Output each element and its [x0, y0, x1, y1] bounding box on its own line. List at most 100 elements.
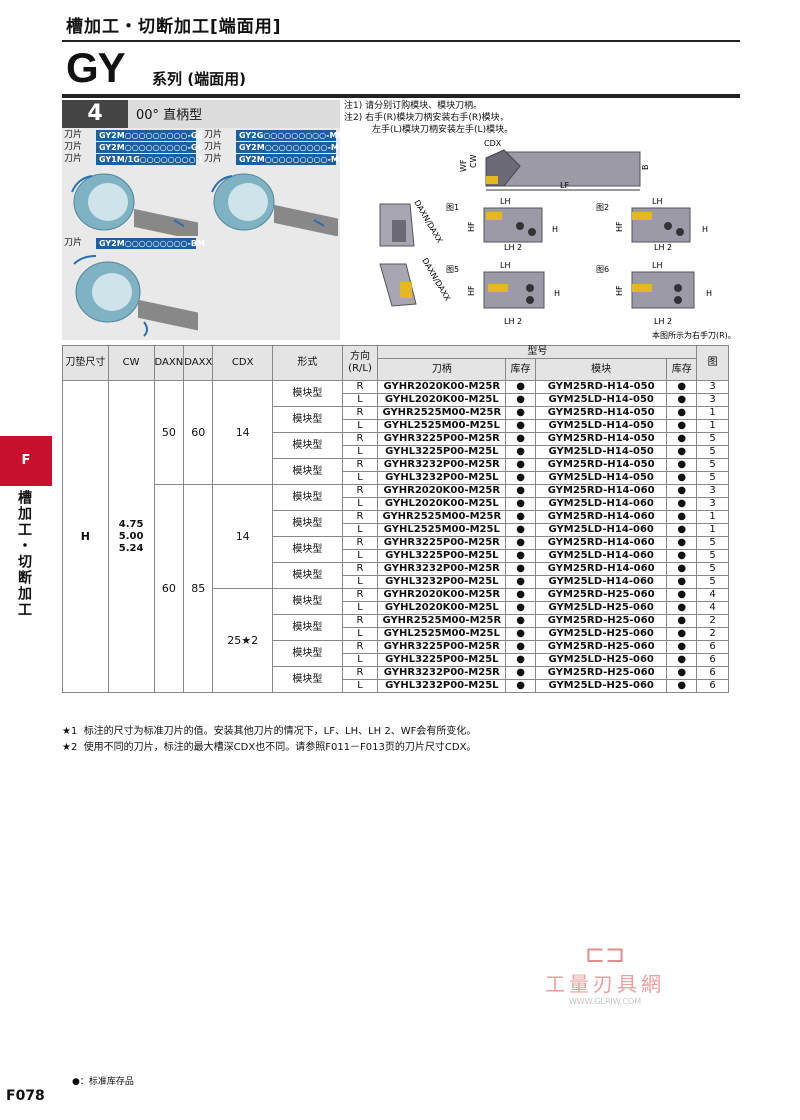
header-model: 型号	[377, 345, 698, 359]
label-wf: WF	[459, 159, 468, 172]
label-hf-6: HF	[615, 285, 624, 296]
cell-spacer	[729, 615, 800, 628]
cell-form: 模块型	[272, 484, 343, 511]
cell-direction: L	[341, 393, 379, 407]
label-h-6: H	[706, 289, 712, 298]
insert-row: 刀片 GY1M/1G○○○○○○○○-GM/GFGS	[62, 154, 241, 165]
cell-holder-stock: ●	[505, 497, 536, 511]
cell-holder: GYHR3225P00-M25R	[377, 432, 507, 446]
cell-fig: 6	[696, 653, 730, 667]
header-spacer	[728, 345, 800, 381]
cell-spacer	[729, 420, 800, 433]
cell-holder: GYHR3225P00-M25R	[377, 536, 507, 550]
cell-module-stock: ●	[666, 614, 698, 628]
cell-module-stock: ●	[666, 640, 698, 654]
label-cw: CW	[469, 154, 478, 168]
label-b: B	[641, 165, 650, 171]
cell-form: 模块型	[272, 458, 343, 485]
footnotes: ★1 标注的尺寸为标准刀片的值。安装其他刀片的情况下，LF、LH、LH 2、WF…	[62, 724, 476, 756]
cell-spacer	[729, 485, 800, 498]
label-fig5: 图5	[446, 265, 459, 274]
cell-holder-stock: ●	[505, 484, 536, 498]
cell-daxn: 50	[153, 380, 185, 485]
cell-module: GYM25LD-H14-060	[534, 575, 668, 589]
cell-direction: L	[341, 627, 379, 641]
insert-row: 刀片 GY2M○○○○○○○○○-GU	[62, 142, 204, 153]
page-title: 槽加工・切断加工[端面用]	[66, 17, 282, 37]
workpiece-illustration-3	[73, 255, 198, 337]
cell-direction: R	[341, 510, 379, 524]
cell-holder: GYHR3225P00-M25R	[377, 640, 507, 654]
cell-daxx: 85	[183, 484, 214, 693]
insert-row: 刀片 GY2M○○○○○○○○○-BM	[62, 238, 205, 249]
footnote-1-text: 标注的尺寸为标准刀片的值。安装其他刀片的情况下，LF、LH、LH 2、WF会有所…	[83, 726, 477, 737]
cell-fig: 3	[696, 497, 730, 511]
cell-spacer	[729, 602, 800, 615]
cell-cdx: 25★2	[212, 588, 274, 693]
footnote-2-text: 使用不同的刀片，标注的最大槽深CDX也不同。请参照F011－F013页的刀片尺寸…	[83, 742, 477, 753]
insert-row: 刀片 GY2M○○○○○○○○○-GG/GM	[62, 130, 221, 141]
header-stock-2: 库存	[666, 358, 698, 381]
cell-holder-stock: ●	[505, 458, 536, 472]
cell-form: 模块型	[272, 640, 343, 667]
cell-form: 模块型	[272, 536, 343, 563]
cell-module-stock: ●	[666, 562, 698, 576]
cell-module-stock: ●	[666, 458, 698, 472]
cell-fig: 4	[696, 601, 730, 615]
cell-module: GYM25LD-H14-050	[534, 393, 668, 407]
cell-form: 模块型	[272, 510, 343, 537]
cell-module: GYM25RD-H14-060	[534, 510, 668, 524]
cell-direction: R	[341, 640, 379, 654]
cell-module: GYM25RD-H14-060	[534, 536, 668, 550]
label-hf-2: HF	[615, 221, 624, 232]
cell-module: GYM25RD-H14-050	[534, 432, 668, 446]
cell-holder: GYHL3232P00-M25L	[377, 679, 507, 693]
cell-spacer	[729, 576, 800, 589]
label-lh2-2: LH 2	[654, 243, 672, 252]
section-tab-f[interactable]: F	[0, 436, 52, 486]
cell-module-stock: ●	[666, 536, 698, 550]
footnote-1-mark: ★1	[62, 726, 78, 737]
cell-holder-stock: ●	[505, 627, 536, 641]
note-1: 注1) 请分别订购模块、模块刀柄。	[344, 101, 483, 111]
cell-spacer	[729, 407, 800, 420]
cell-holder-stock: ●	[505, 406, 536, 420]
cell-module: GYM25RD-H25-060	[534, 666, 668, 680]
insert-code: GY2M○○○○○○○○○-MS	[236, 142, 345, 153]
cell-direction: L	[341, 497, 379, 511]
cell-module-stock: ●	[666, 471, 698, 485]
cell-cdx: 14	[212, 380, 274, 485]
page-number: F078	[6, 1088, 45, 1104]
cell-spacer	[729, 472, 800, 485]
insert-code: GY2M○○○○○○○○○-GU	[96, 142, 204, 153]
label-h-5: H	[554, 289, 560, 298]
cell-module: GYM25LD-H25-060	[534, 679, 668, 693]
insert-row: 刀片 GY2G○○○○○○○○○-MF	[202, 130, 343, 141]
cell-module: GYM25LD-H14-050	[534, 471, 668, 485]
cell-direction: R	[341, 406, 379, 420]
insert-label: 刀片	[62, 154, 96, 165]
cell-holder-stock: ●	[505, 666, 536, 680]
insert-row: 刀片 GY2M○○○○○○○○○-MM	[202, 154, 347, 165]
label-lh2-6: LH 2	[654, 317, 672, 326]
watermark-url: WWW.GLRJW.COM	[568, 997, 642, 1006]
label-hf-5: HF	[467, 285, 476, 296]
cell-module: GYM25RD-H25-060	[534, 640, 668, 654]
cell-module-stock: ●	[666, 406, 698, 420]
cell-module-stock: ●	[666, 666, 698, 680]
cell-module-stock: ●	[666, 588, 698, 602]
cell-fig: 2	[696, 614, 730, 628]
header-seat: 刀垫尺寸	[62, 345, 109, 381]
cell-holder: GYHR3232P00-M25R	[377, 666, 507, 680]
watermark: ⊏⊐ 工量刃具網 WWW.GLRJW.COM	[540, 940, 670, 1006]
label-lh-6: LH	[652, 261, 662, 270]
cell-holder: GYHR3232P00-M25R	[377, 562, 507, 576]
cell-holder: GYHR2525M00-M25R	[377, 510, 507, 524]
cell-holder: GYHL3225P00-M25L	[377, 445, 507, 459]
cell-direction: L	[341, 575, 379, 589]
cell-direction: R	[341, 536, 379, 550]
cell-form: 模块型	[272, 432, 343, 459]
